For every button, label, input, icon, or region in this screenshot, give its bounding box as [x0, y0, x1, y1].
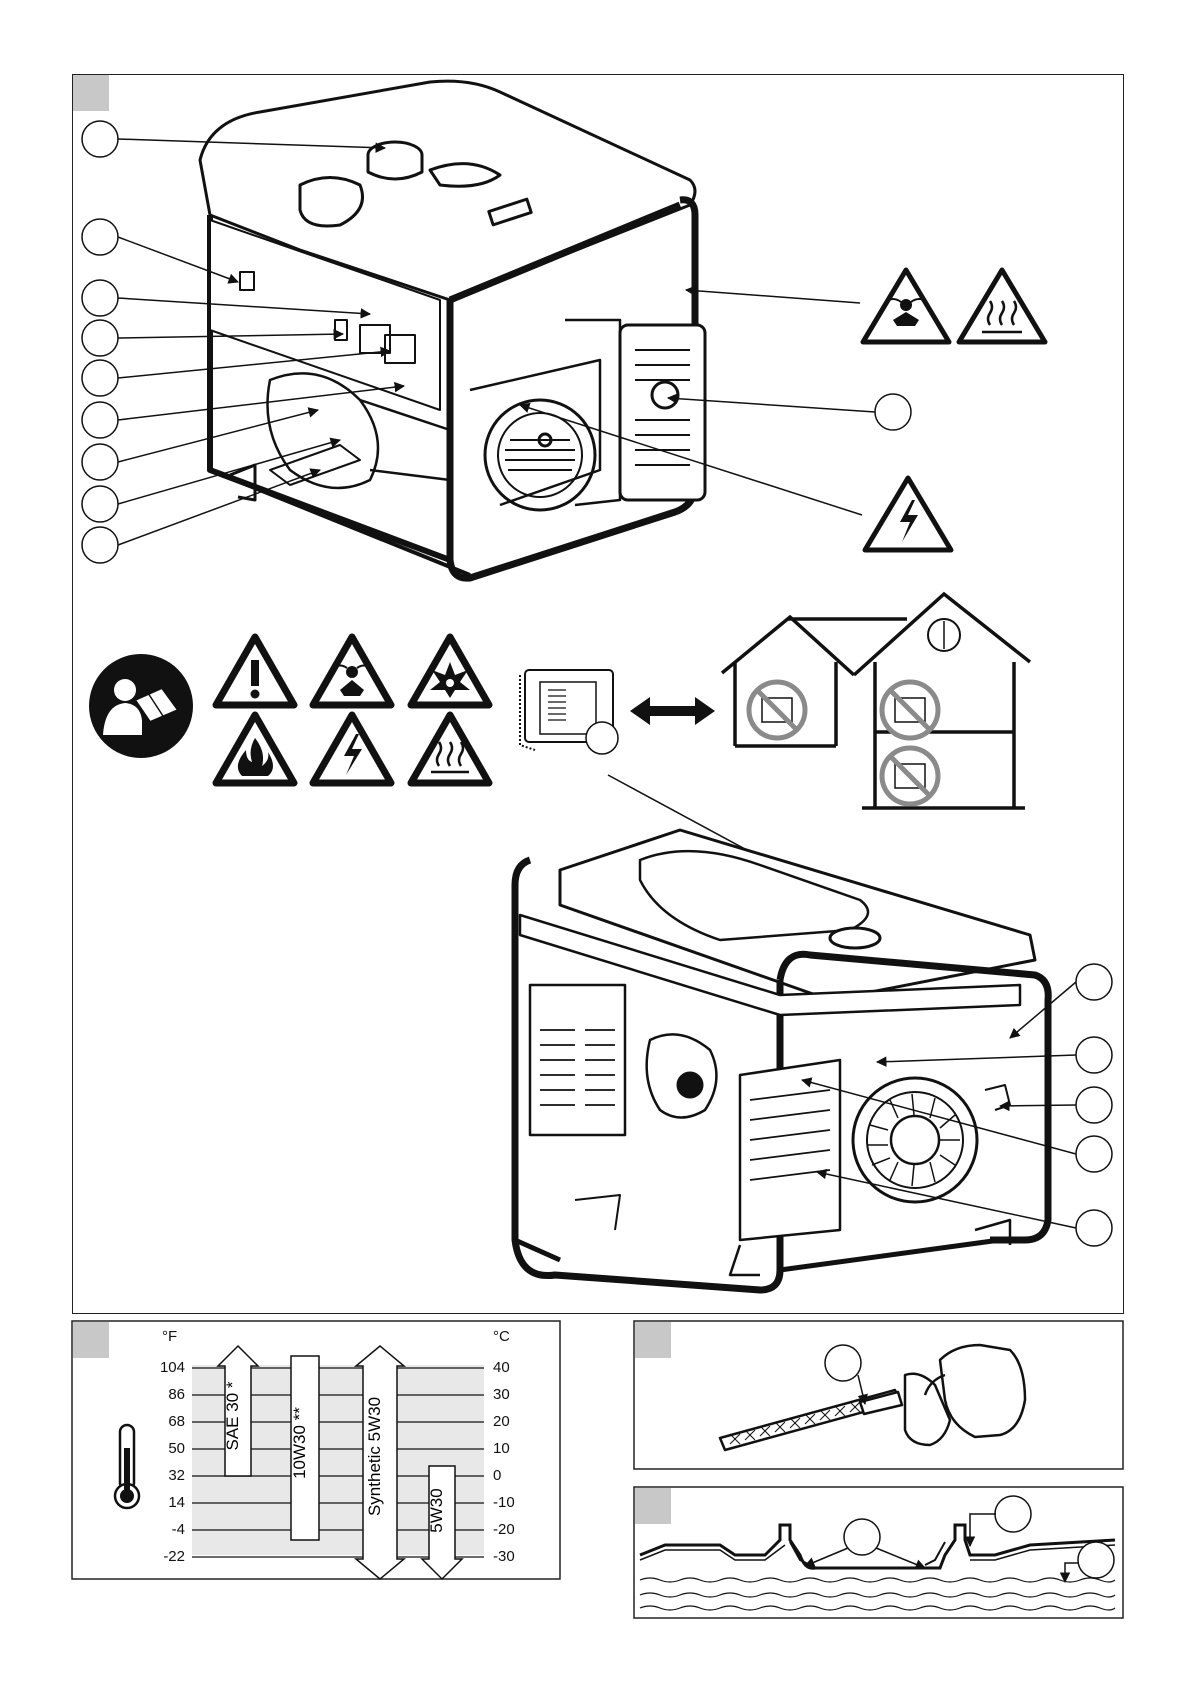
callout-leader-lines-right-bottom: [800, 981, 1077, 1229]
celsius-tick-label: -10: [493, 1494, 515, 1511]
celsius-tick-label: 10: [493, 1440, 510, 1457]
oil-range-arrow: 10W30 **: [290, 1355, 320, 1541]
oil-range-arrow: Synthetic 5W30: [353, 1345, 407, 1580]
figure-tab: [73, 75, 109, 111]
figure-tab: [73, 1322, 109, 1358]
figure-panel-oil-level: [633, 1486, 1124, 1619]
fumes-warning-icon-2: [309, 633, 395, 709]
fahrenheit-tick-label: -4: [171, 1521, 185, 1538]
fahrenheit-tick-label: 104: [159, 1359, 185, 1376]
celsius-tick-label: -30: [493, 1548, 515, 1565]
figure-tab: [635, 1322, 671, 1358]
generator-rear-view: [198, 79, 707, 582]
callout-circles-right-top: [874, 393, 912, 431]
fumes-warning-icon: [860, 267, 952, 345]
top-right-leader-lines: [519, 285, 876, 516]
callout-circle: [824, 1344, 862, 1382]
fahrenheit-unit-label: °F: [162, 1328, 178, 1345]
thermometer-icon: [113, 1423, 141, 1510]
general-warning-icon: [212, 633, 298, 709]
fahrenheit-tick-label: 32: [168, 1467, 185, 1484]
read-manual-icon: [89, 654, 193, 758]
oil-label: SAE 30 *: [223, 1381, 242, 1450]
oil-level-leader-lines: [804, 1513, 1079, 1584]
callout-leader-line: [857, 1374, 868, 1406]
electric-shock-warning-icon: [862, 475, 954, 553]
oil-label: 10W30 **: [290, 1407, 309, 1479]
oil-chart-arrows: SAE 30 * 10W30 ** Synthetic 5W30 5W30: [216, 1344, 464, 1581]
generator-outline-icon: [519, 669, 619, 755]
hot-surface-warning-icon-2: [407, 711, 493, 787]
explosion-warning-icon: [407, 633, 493, 709]
oil-label: Synthetic 5W30: [365, 1397, 384, 1516]
no-generator-sign-icon: [746, 679, 808, 741]
fahrenheit-tick-label: 50: [168, 1440, 185, 1457]
fahrenheit-tick-label: 86: [168, 1386, 185, 1403]
callout-circles-right-bottom: [1075, 963, 1113, 1247]
callout-circles-left: [81, 120, 119, 564]
fire-warning-icon: [212, 711, 298, 787]
dipstick-illustration: [718, 1343, 1027, 1452]
oil-range-arrow: 5W30: [420, 1465, 464, 1581]
celsius-tick-label: 30: [493, 1386, 510, 1403]
no-generator-sign-icon: [879, 679, 941, 741]
callout-leader-lines-left: [117, 138, 406, 546]
celsius-tick-label: -20: [493, 1521, 515, 1538]
fahrenheit-tick-label: 68: [168, 1413, 185, 1430]
celsius-tick-label: 20: [493, 1413, 510, 1430]
celsius-unit-label: °C: [493, 1328, 510, 1345]
generator-front-view: [511, 828, 1052, 1294]
fahrenheit-tick-label: 14: [168, 1494, 185, 1511]
distance-double-arrow-icon: [630, 697, 715, 725]
callout-circles-oil-level: [843, 1495, 1115, 1579]
fahrenheit-tick-label: -22: [163, 1548, 185, 1565]
celsius-tick-label: 0: [493, 1467, 502, 1484]
celsius-tick-label: 40: [493, 1359, 510, 1376]
electric-shock-warning-icon-2: [309, 711, 395, 787]
hot-surface-warning-icon: [956, 267, 1048, 345]
oil-label: 5W30: [427, 1488, 446, 1532]
indoor-use-prohibited-house-icon: [720, 591, 1032, 810]
no-generator-sign-icon: [879, 745, 941, 807]
oil-range-arrow: SAE 30 *: [216, 1344, 260, 1477]
figure-tab: [635, 1488, 671, 1524]
